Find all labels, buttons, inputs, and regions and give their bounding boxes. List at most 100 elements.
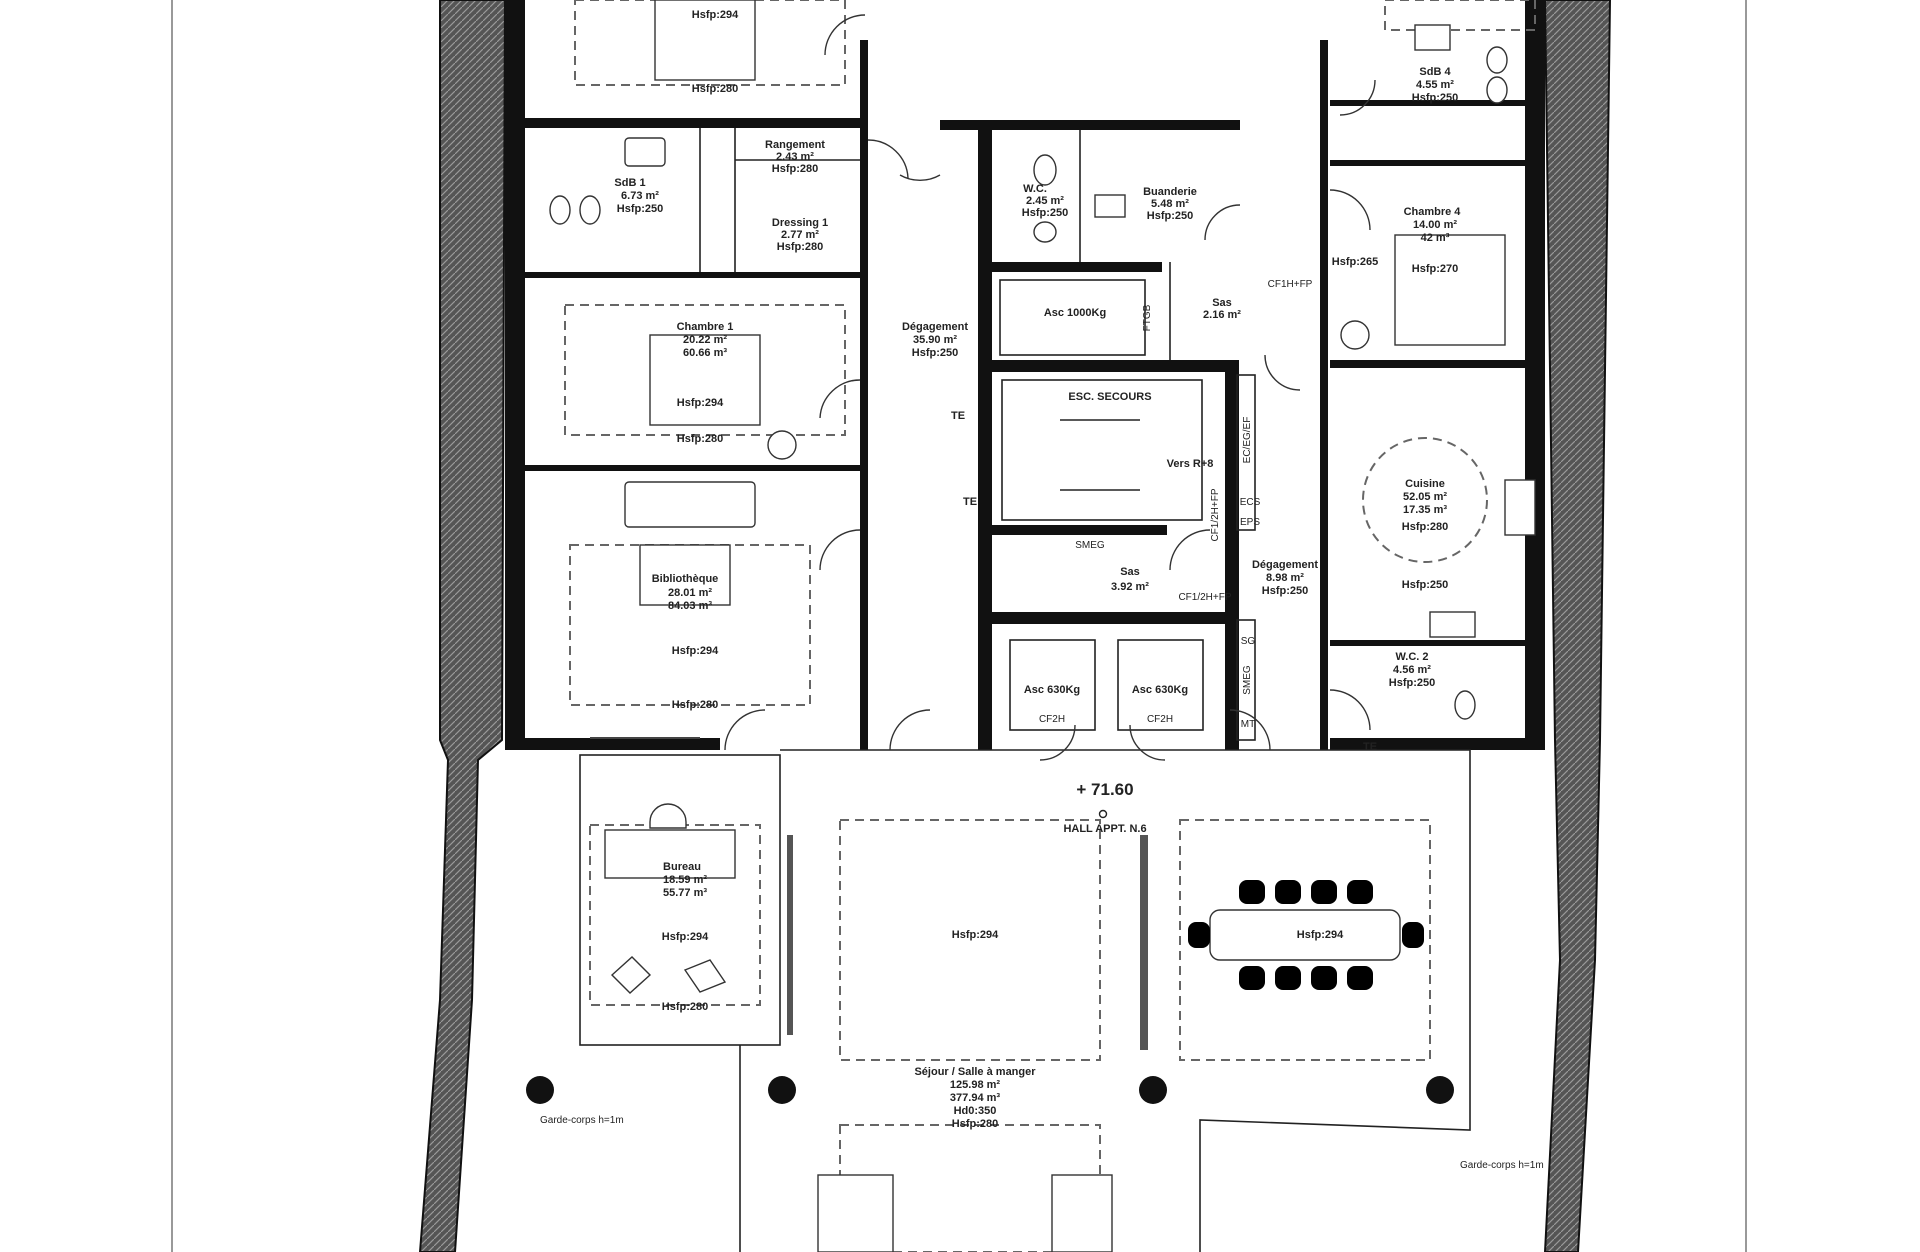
garde-corps-right: Garde-corps h=1m (1460, 1160, 1544, 1171)
sdb1-name: SdB 1 (614, 177, 645, 189)
cuisine-volume: 17.35 m³ (1403, 504, 1447, 516)
bibliotheque-area: 28.01 m² (668, 587, 712, 599)
buanderie-area: 5.48 m² (1151, 198, 1189, 210)
stair-well (1001, 379, 1203, 521)
sas1-area: 2.16 m² (1203, 309, 1241, 321)
escalier-name: ESC. SECOURS (1068, 391, 1151, 403)
sejour-name: Séjour / Salle à manger (914, 1066, 1036, 1078)
core-top-wall (940, 120, 1240, 130)
chambre1-height2: Hsfp:280 (677, 433, 723, 445)
left-facade-wall (418, 0, 507, 1252)
degagement1-name: Dégagement (902, 321, 968, 333)
chambre1-volume: 60.66 m³ (683, 347, 727, 359)
bureau-glass-partition (787, 835, 793, 1035)
bed-chambre4 (1394, 234, 1506, 346)
bureau-name: Bureau (663, 861, 701, 873)
toilet-sdb1 (579, 195, 601, 225)
bidet-sdb1 (549, 195, 571, 225)
west-wall (505, 0, 525, 750)
desk-bibliotheque (639, 544, 731, 606)
chambre1-height: Hsfp:294 (677, 397, 724, 409)
ftgb-label: FTGB (1142, 304, 1153, 331)
ceiling-zone-top-right (1384, 0, 1536, 31)
bibliotheque-name: Bibliothèque (652, 573, 719, 585)
sdb1-area: 6.73 m² (621, 190, 659, 202)
south-wall-left (505, 738, 720, 750)
degagement1-area: 35.90 m² (913, 334, 957, 346)
wc2-height: Hsfp:250 (1389, 677, 1435, 689)
wc1-height: Hsfp:250 (1022, 207, 1068, 219)
sas1-door: CF1H+FP (1268, 279, 1313, 290)
sas2-name: Sas (1120, 566, 1140, 578)
wc2-name: W.C. 2 (1395, 651, 1428, 663)
sejour-divider (1140, 835, 1148, 1050)
hall-label: HALL APPT. N.6 (1063, 823, 1146, 835)
chambre4-volume: 42 m³ (1421, 232, 1450, 244)
sg-label: SG (1241, 636, 1256, 647)
toilet-wc1 (1033, 154, 1057, 186)
cuisine-height: Hsfp:280 (1402, 521, 1448, 533)
sdb4-height: Hsfp:250 (1412, 92, 1458, 104)
asc1000-name: Asc 1000Kg (1044, 307, 1106, 319)
sink-sdb1 (624, 137, 666, 167)
dressing1-area: 2.77 m² (781, 229, 819, 241)
ecs-label: ECS (1240, 497, 1261, 508)
degagement1-height: Hsfp:250 (912, 347, 958, 359)
bibliotheque-height: Hsfp:294 (672, 645, 719, 657)
dressing1-name: Dressing 1 (772, 217, 828, 229)
chambre4-name: Chambre 4 (1404, 206, 1462, 218)
sink-sdb4 (1414, 24, 1451, 51)
chambre4-area: 14.00 m² (1413, 219, 1457, 231)
wall-chambre4-top (1330, 160, 1545, 166)
bureau-area: 18.59 m² (663, 874, 707, 886)
wall-h3 (505, 465, 865, 471)
dressing1-height: Hsfp:280 (777, 241, 823, 253)
ceiling-zone-dining (1179, 819, 1431, 1061)
chambre1-name: Chambre 1 (677, 321, 734, 333)
ceiling-zone-sejour (839, 819, 1101, 1061)
room-labels: Hsfp:294 Hsfp:280 SdB 1 6.73 m² Hsfp:250… (540, 9, 1544, 1171)
core-wall-2 (992, 360, 1237, 372)
toilet-wc2 (1454, 690, 1476, 720)
shaft-ec (1236, 374, 1256, 531)
wall-corridor-west (860, 40, 868, 750)
shaft-sg (1236, 619, 1256, 741)
chambre4-side-height: Hsfp:265 (1332, 256, 1378, 268)
sink-wc1 (1033, 221, 1057, 243)
column-2 (768, 1076, 796, 1104)
wall-cuisine-top (1330, 360, 1545, 368)
core-east-wall (1225, 360, 1239, 750)
column-1 (526, 1076, 554, 1104)
asc630b-name: Asc 630Kg (1132, 684, 1188, 696)
cf1-label: CF1/2H+FP (1210, 488, 1221, 541)
sejour-hd: Hd0:350 (954, 1105, 997, 1117)
wall-cuisine-bottom (1330, 640, 1545, 646)
doors (724, 14, 1376, 761)
buanderie-height: Hsfp:250 (1147, 210, 1193, 222)
sas2-area: 3.92 m² (1111, 581, 1149, 593)
chambre1-area: 20.22 m² (683, 334, 727, 346)
desk-bureau (604, 829, 736, 879)
level-point (1098, 809, 1108, 819)
toilet-sdb4 (1486, 76, 1508, 104)
bed-chambre1 (649, 334, 761, 426)
cuisine-height2: Hsfp:250 (1402, 579, 1448, 591)
wall-h1 (505, 118, 865, 128)
elevator-630-a (1009, 639, 1096, 731)
rangement-height: Hsfp:280 (772, 163, 818, 175)
core-wall-3 (992, 525, 1167, 535)
buanderie-name: Buanderie (1143, 186, 1197, 198)
bibliotheque-height2: Hsfp:280 (672, 699, 718, 711)
sejour-zone1-height: Hsfp:294 (952, 929, 999, 941)
bed-top-left (654, 0, 756, 81)
asc630b-door: CF2H (1147, 714, 1173, 725)
sdb4-name: SdB 4 (1419, 66, 1451, 78)
smeg-core-label: SMEG (1075, 540, 1105, 551)
ceiling-zone-chambre1 (564, 304, 846, 436)
sas2-door: CF1/2H+FP (1178, 592, 1231, 603)
sejour-height: Hsfp:280 (952, 1118, 998, 1130)
level-marker: + 71.60 (1076, 780, 1133, 799)
sas1-name: Sas (1212, 297, 1232, 309)
ec-eg-ef-label: EC/EG/EF (1242, 417, 1253, 464)
